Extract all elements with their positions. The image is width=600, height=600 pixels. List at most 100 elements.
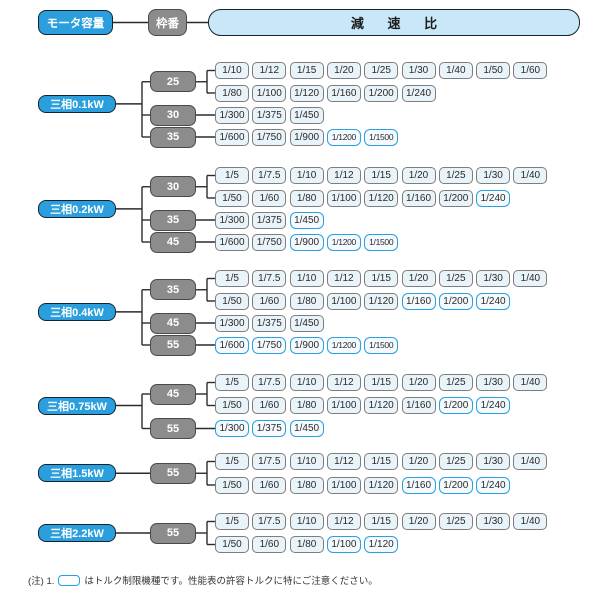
ratio-box: 1/10 <box>289 453 324 470</box>
ratio-box: 1/40 <box>513 513 548 530</box>
ratio-box: 1/160 <box>401 189 436 207</box>
frame-number-box: 55 <box>150 522 196 544</box>
ratio-box: 1/750 <box>252 128 287 146</box>
ratio-box-torque-limited: 1/200 <box>438 397 473 414</box>
motor-capacity-box: 三相0.4kW <box>38 302 116 321</box>
ratio-box-torque-limited: 1/900 <box>289 336 324 354</box>
ratio-box: 1/100 <box>326 476 361 494</box>
ratio-box: 1/120 <box>364 476 399 494</box>
ratio-box: 1/100 <box>326 189 361 207</box>
ratio-box: 1/25 <box>438 453 473 470</box>
ratio-box: 1/375 <box>252 314 287 332</box>
ratio-box: 1/80 <box>289 292 324 310</box>
ratio-box: 1/40 <box>513 167 548 184</box>
ratio-box-torque-limited: 1/240 <box>476 292 511 310</box>
ratio-box: 1/7.5 <box>252 270 287 287</box>
ratio-box: 1/15 <box>364 453 399 470</box>
ratio-box: 1/25 <box>438 270 473 287</box>
ratio-box: 1/450 <box>289 106 324 124</box>
motor-capacity-header: モータ容量 <box>38 10 113 35</box>
ratio-box: 1/300 <box>215 211 249 229</box>
ratio-box-torque-limited: 1/1500 <box>364 233 399 251</box>
ratio-box: 1/240 <box>401 84 436 102</box>
ratio-box: 1/50 <box>215 536 249 553</box>
footnote-text: はトルク制限機種です。性能表の許容トルクに特にご注意ください。 <box>84 576 378 587</box>
motor-capacity-box: 三相1.5kW <box>38 464 116 483</box>
ratio-box: 1/600 <box>215 233 249 251</box>
ratio-box: 1/375 <box>252 211 287 229</box>
ratio-box: 1/300 <box>215 106 249 124</box>
ratio-box: 1/30 <box>476 270 511 287</box>
ratio-box-torque-limited: 1/1200 <box>326 233 361 251</box>
ratio-box-torque-limited: 1/240 <box>476 397 511 414</box>
ratio-box-torque-limited: 1/1500 <box>364 336 399 354</box>
frame-number-box: 35 <box>150 279 196 301</box>
ratio-box: 1/15 <box>364 513 399 530</box>
ratio-box: 1/30 <box>476 167 511 184</box>
ratio-box: 1/60 <box>252 397 287 414</box>
ratio-box: 1/50 <box>476 62 511 79</box>
ratio-box: 1/30 <box>401 62 436 79</box>
frame-number-box: 55 <box>150 462 196 484</box>
ratio-box: 1/40 <box>513 453 548 470</box>
ratio-box: 1/50 <box>215 397 249 414</box>
ratio-box: 1/300 <box>215 314 249 332</box>
ratio-box-torque-limited: 1/600 <box>215 336 249 354</box>
ratio-box: 1/7.5 <box>252 167 287 184</box>
ratio-box: 1/25 <box>438 513 473 530</box>
ratio-box: 1/160 <box>401 397 436 414</box>
footnote-prefix: (注) 1. <box>28 576 55 587</box>
ratio-box: 1/120 <box>289 84 324 102</box>
ratio-box: 1/20 <box>401 513 436 530</box>
frame-number-box: 45 <box>150 383 196 405</box>
ratio-box: 1/5 <box>215 374 249 391</box>
ratio-box: 1/20 <box>401 167 436 184</box>
ratio-box-torque-limited: 1/240 <box>476 476 511 494</box>
ratio-box: 1/12 <box>326 453 361 470</box>
ratio-box: 1/20 <box>401 453 436 470</box>
ratio-box: 1/20 <box>401 270 436 287</box>
ratio-box-torque-limited: 1/200 <box>438 292 473 310</box>
ratio-box: 1/7.5 <box>252 374 287 391</box>
motor-capacity-box: 三相0.1kW <box>38 94 116 113</box>
ratio-box: 1/120 <box>364 397 399 414</box>
ratio-box-torque-limited: 1/450 <box>289 420 324 437</box>
ratio-box: 1/200 <box>364 84 399 102</box>
ratio-box: 1/12 <box>326 374 361 391</box>
ratio-box-torque-limited: 1/1200 <box>326 336 361 354</box>
frame-number-header: 枠番 <box>148 9 187 36</box>
ratio-box-torque-limited: 1/160 <box>401 476 436 494</box>
ratio-box: 1/25 <box>364 62 399 79</box>
ratio-box: 1/5 <box>215 513 249 530</box>
ratio-box: 1/20 <box>326 62 361 79</box>
ratio-box: 1/160 <box>326 84 361 102</box>
ratio-box: 1/15 <box>364 374 399 391</box>
ratio-box: 1/60 <box>252 189 287 207</box>
ratio-box: 1/40 <box>513 374 548 391</box>
ratio-box: 1/15 <box>364 167 399 184</box>
ratio-box: 1/25 <box>438 374 473 391</box>
ratio-box: 1/100 <box>326 397 361 414</box>
ratio-box: 1/375 <box>252 106 287 124</box>
ratio-box: 1/60 <box>252 476 287 494</box>
ratio-box: 1/10 <box>289 374 324 391</box>
ratio-box: 1/10 <box>289 167 324 184</box>
ratio-box-torque-limited: 1/900 <box>289 233 324 251</box>
ratio-box: 1/40 <box>438 62 473 79</box>
ratio-box: 1/10 <box>215 62 249 79</box>
ratio-box: 1/5 <box>215 453 249 470</box>
frame-number-box: 55 <box>150 418 196 439</box>
frame-number-box: 35 <box>150 209 196 231</box>
ratio-box-torque-limited: 1/160 <box>401 292 436 310</box>
ratio-box: 1/12 <box>326 167 361 184</box>
ratio-box: 1/750 <box>252 233 287 251</box>
ratio-box: 1/80 <box>289 536 324 553</box>
ratio-box: 1/100 <box>326 292 361 310</box>
torque-limited-sample-box <box>58 574 81 586</box>
ratio-box: 1/7.5 <box>252 513 287 530</box>
ratio-box: 1/80 <box>215 84 249 102</box>
frame-number-box: 35 <box>150 126 196 148</box>
ratio-box-torque-limited: 1/300 <box>215 420 249 437</box>
ratio-box-torque-limited: 1/1500 <box>364 128 399 146</box>
